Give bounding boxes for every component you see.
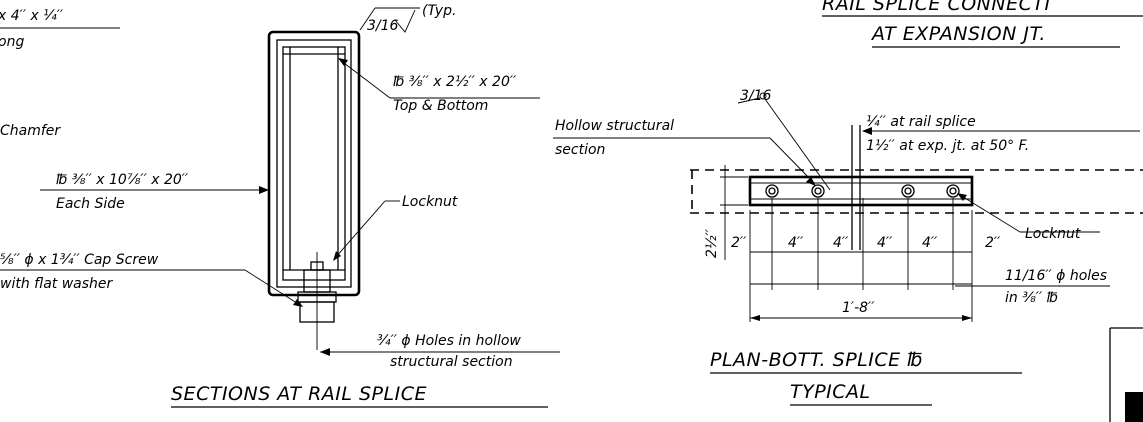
- hollow-section-outer-wall: [267, 30, 361, 297]
- flat-washer-label: with flat washer: [0, 276, 114, 292]
- gap-rail-label: ¼′′ at rail splice: [866, 114, 976, 130]
- dim-spacing-3: 4′′: [833, 235, 849, 251]
- dim-edge-vertical: 2½′′: [704, 228, 720, 258]
- chamfer-label: Chamfer: [0, 123, 61, 139]
- dim-spacing-4: 4′′: [877, 235, 893, 251]
- typ-label: (Typ.: [422, 3, 456, 19]
- section-label: section: [555, 142, 605, 158]
- top-left-dims-label: x 4′′ x ¼′′: [0, 8, 64, 24]
- splice-plate-outline: [282, 46, 346, 281]
- detail-title-line1: RAIL SPLICE CONNECTI: [822, 0, 1051, 15]
- plan-dimension-lines: [720, 165, 973, 322]
- top-bottom-plate-label: ℔ ⅜′′ x 2½′′ x 20′′: [393, 74, 517, 90]
- each-side-label: Each Side: [56, 196, 125, 212]
- weld-typ-size: 3/16: [367, 18, 399, 34]
- hollow-section-inner-wall: [276, 39, 352, 288]
- splice-plate-plan: [748, 175, 974, 207]
- holes-plan-label-2: in ⅜′′ ℔: [1005, 290, 1058, 306]
- bolt-1: [765, 184, 779, 198]
- locknut-label: Locknut: [402, 194, 458, 210]
- structural-section-label: structural section: [390, 354, 513, 370]
- plan-view: [690, 125, 1143, 250]
- section-leaders: [0, 7, 560, 356]
- sections-title: SECTIONS AT RAIL SPLICE: [171, 383, 427, 405]
- gap-exp-label: 1½′′ at exp. jt. at 50° F.: [866, 138, 1029, 154]
- detail-title-line2: AT EXPANSION JT.: [870, 23, 1046, 45]
- typical-title: TYPICAL: [790, 381, 871, 403]
- cap-screw-label: ⅝′′ ϕ x 1¾′′ Cap Screw: [0, 252, 159, 268]
- bolt-4: [946, 184, 960, 198]
- dim-overall: 1′-8′′: [842, 300, 875, 316]
- holes-hollow-label: ¾′′ ϕ Holes in hollow: [377, 333, 521, 349]
- dim-spacing-1: 2′′: [731, 235, 747, 251]
- dim-spacing-2: 4′′: [788, 235, 804, 251]
- top-bottom-label: Top & Bottom: [393, 98, 488, 114]
- holes-plan-label-1: 11/16′′ ϕ holes: [1005, 268, 1107, 284]
- bolt-2: [811, 184, 825, 198]
- title-block-mark: [1125, 392, 1143, 422]
- side-plate-label: ℔ ⅜′′ x 10⅞′′ x 20′′: [56, 172, 189, 188]
- dim-spacing-6: 2′′: [985, 235, 1001, 251]
- plan-leaders: [553, 92, 1140, 287]
- top-left-long-label: ong: [0, 34, 24, 50]
- section-view: [267, 30, 361, 350]
- locknut-plan-label: Locknut: [1025, 226, 1081, 242]
- plan-title: PLAN-BOTT. SPLICE ℔: [710, 349, 923, 371]
- hollow-structural-label: Hollow structural: [555, 118, 674, 134]
- weld-plan-size: 3/16: [740, 88, 772, 104]
- bolt-3: [901, 184, 915, 198]
- dim-spacing-5: 4′′: [922, 235, 938, 251]
